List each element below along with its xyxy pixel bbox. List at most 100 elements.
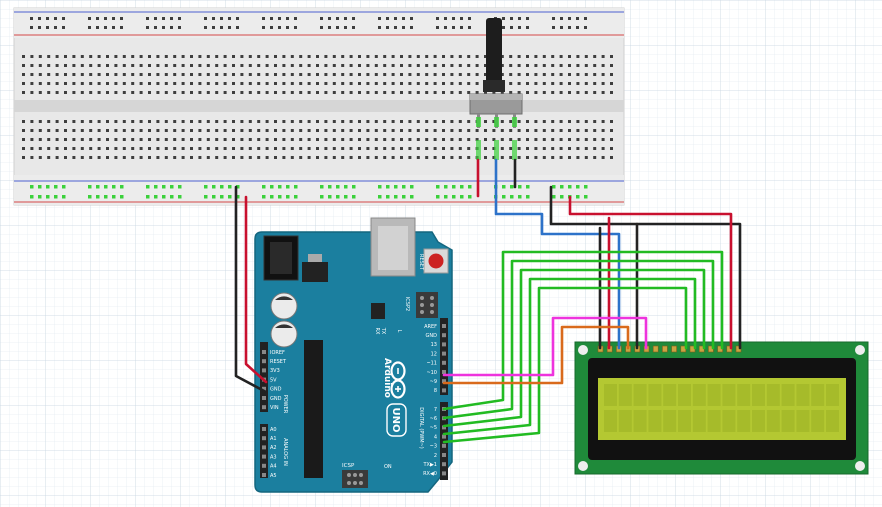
header-pin[interactable] bbox=[262, 454, 266, 459]
breadboard-hole bbox=[80, 129, 84, 132]
header-pin[interactable] bbox=[262, 473, 266, 477]
breadboard-hole bbox=[89, 91, 93, 94]
breadboard-hole bbox=[164, 138, 168, 141]
breadboard-hole bbox=[64, 156, 67, 159]
wire-black-gnd-arduino[interactable] bbox=[234, 185, 268, 394]
breadboard-hole bbox=[425, 82, 429, 85]
wire-magenta-rs[interactable] bbox=[442, 316, 648, 377]
header-pin[interactable] bbox=[262, 386, 266, 391]
wire-green-d6[interactable] bbox=[442, 259, 715, 420]
icsp-header[interactable] bbox=[342, 470, 368, 488]
header-pin[interactable] bbox=[262, 368, 266, 373]
lcd-pin[interactable] bbox=[662, 345, 668, 353]
breadboard-hole bbox=[131, 156, 135, 159]
breadboard-hole bbox=[560, 195, 564, 199]
breadboard-hole bbox=[72, 91, 76, 94]
breadboard-hole bbox=[30, 195, 34, 199]
breadboard-hole bbox=[425, 64, 429, 67]
analog-header[interactable] bbox=[260, 424, 268, 478]
breadboard-hole bbox=[22, 91, 25, 94]
header-pin[interactable] bbox=[442, 425, 446, 430]
lcd-pin[interactable] bbox=[735, 345, 742, 353]
breadboard-hole bbox=[551, 55, 555, 58]
header-pin[interactable] bbox=[262, 359, 266, 364]
wire-green-d5[interactable] bbox=[442, 268, 706, 428]
header-pin[interactable] bbox=[442, 453, 446, 457]
breadboard-hole bbox=[54, 17, 57, 20]
wire-black-rail-lcd[interactable] bbox=[549, 185, 742, 350]
breadboard-hole bbox=[139, 156, 143, 159]
wire-green-d3[interactable] bbox=[442, 286, 688, 444]
lcd-pin[interactable] bbox=[652, 345, 659, 353]
breadboard-hole bbox=[206, 82, 210, 85]
header-pin[interactable] bbox=[442, 379, 446, 384]
header-pin[interactable] bbox=[442, 370, 446, 374]
header-pin[interactable] bbox=[262, 396, 266, 400]
breadboard-hole bbox=[366, 82, 370, 85]
breadboard-hole bbox=[72, 73, 76, 76]
power-header[interactable] bbox=[260, 342, 268, 412]
breadboard-hole bbox=[349, 120, 353, 123]
breadboard-hole bbox=[120, 17, 123, 20]
breadboard-hole bbox=[394, 185, 398, 189]
potentiometer[interactable] bbox=[469, 18, 523, 160]
lcd-pin[interactable] bbox=[671, 345, 677, 353]
breadboard-hole bbox=[576, 129, 580, 132]
icsp2-header[interactable] bbox=[416, 292, 438, 318]
header-pin[interactable] bbox=[262, 405, 266, 410]
breadboard-hole bbox=[307, 147, 311, 150]
breadboard-hole bbox=[425, 138, 429, 141]
breadboard-hole bbox=[442, 138, 445, 141]
wire-red-5v-arduino[interactable] bbox=[244, 195, 268, 384]
wire-green-d7[interactable] bbox=[442, 250, 724, 411]
breadboard-hole bbox=[173, 120, 177, 123]
header-pin[interactable] bbox=[442, 434, 446, 439]
breadboard-hole bbox=[509, 147, 513, 150]
wire-orange-enable[interactable] bbox=[442, 325, 630, 385]
breadboard-hole bbox=[148, 156, 151, 159]
breadboard-hole bbox=[190, 82, 193, 85]
breadboard-hole bbox=[328, 26, 331, 29]
breadboard-hole bbox=[80, 55, 84, 58]
breadboard-hole bbox=[215, 64, 219, 67]
header-pin[interactable] bbox=[262, 427, 266, 431]
lcd-cell bbox=[781, 384, 795, 406]
header-pin[interactable] bbox=[262, 436, 266, 441]
breadboard-center-channel bbox=[14, 100, 624, 112]
breadboard-hole bbox=[328, 185, 332, 189]
header-pin[interactable] bbox=[442, 388, 446, 393]
header-pin[interactable] bbox=[442, 342, 446, 347]
breadboard-hole bbox=[131, 82, 135, 85]
breadboard-hole bbox=[290, 82, 294, 85]
breadboard-hole bbox=[450, 138, 454, 141]
potentiometer-shaft[interactable] bbox=[486, 18, 502, 88]
wire-red-rail-lcd[interactable] bbox=[568, 195, 733, 350]
breadboard-hole bbox=[400, 55, 403, 58]
breadboard-hole bbox=[468, 195, 472, 199]
breadboard-hole bbox=[97, 73, 101, 76]
breadboard-hole bbox=[458, 156, 462, 159]
breadboard-hole bbox=[593, 156, 597, 159]
wire-green-d4[interactable] bbox=[442, 277, 697, 436]
header-pin[interactable] bbox=[442, 471, 446, 476]
header-pin[interactable] bbox=[442, 360, 446, 365]
digital-header-top[interactable] bbox=[440, 318, 448, 395]
breadboard-hole bbox=[22, 138, 25, 141]
header-pin[interactable] bbox=[262, 445, 266, 450]
breadboard-hole bbox=[552, 26, 555, 29]
header-pin[interactable] bbox=[442, 351, 446, 356]
breadboard-hole bbox=[425, 129, 429, 132]
breadboard-hole bbox=[517, 55, 521, 58]
breadboard-hole bbox=[22, 82, 25, 85]
header-pin[interactable] bbox=[442, 324, 446, 328]
header-pin[interactable] bbox=[262, 350, 266, 354]
header-pin[interactable] bbox=[442, 333, 446, 338]
header-pin[interactable] bbox=[262, 463, 266, 468]
breadboard-hole bbox=[38, 138, 42, 141]
breadboard-hole bbox=[509, 55, 513, 58]
breadboard-hole bbox=[72, 64, 76, 67]
breadboard-hole bbox=[131, 73, 135, 76]
header-pin[interactable] bbox=[442, 443, 446, 448]
breadboard-hole bbox=[450, 156, 454, 159]
header-pin[interactable] bbox=[442, 462, 446, 467]
